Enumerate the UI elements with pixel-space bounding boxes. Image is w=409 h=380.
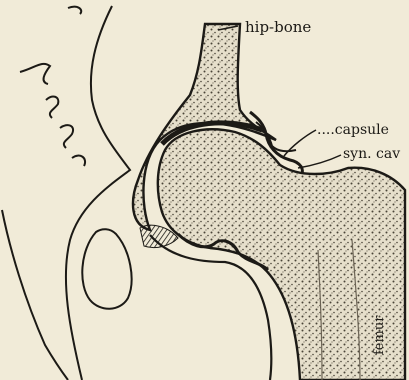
contour-line	[46, 97, 58, 118]
femur-body	[158, 129, 405, 380]
synovial-cavity-label: syn. cav	[343, 147, 400, 161]
obturator-foramen	[82, 229, 131, 309]
contour-line	[68, 7, 81, 14]
contour-line	[20, 64, 50, 84]
femur-label: femur	[373, 316, 386, 355]
contour-line	[72, 156, 85, 166]
contour-line	[60, 125, 73, 148]
syn-cav-leader	[298, 155, 341, 168]
pelvis-inner-outline	[2, 210, 68, 380]
hip-bone-label: hip-bone	[245, 20, 311, 35]
pelvis-outline	[66, 6, 130, 380]
capsule-label: ....capsule	[317, 123, 389, 137]
